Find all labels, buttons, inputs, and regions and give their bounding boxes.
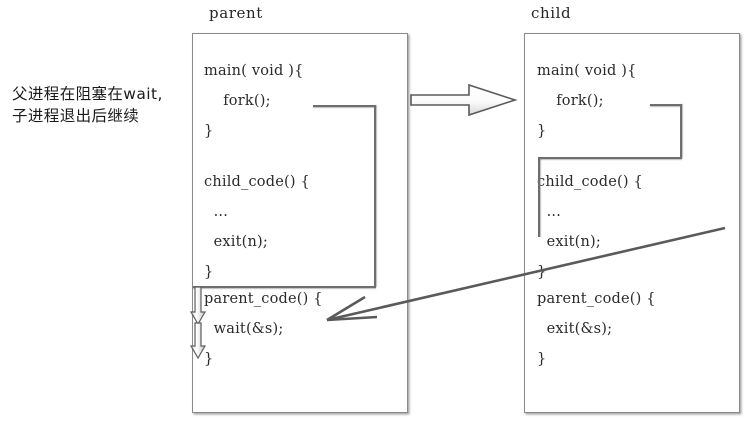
- child-column-title: child: [531, 4, 572, 22]
- child-flow-line-top: [650, 104, 682, 106]
- wait-block-arrow-upper-icon: [189, 286, 207, 326]
- parent-parent-code: parent_code() { wait(&s); }: [204, 291, 323, 367]
- child-parent-code: parent_code() { exit(&s); }: [537, 291, 656, 367]
- annotation-text: 父进程在阻塞在wait, 子进程退出后继续: [12, 83, 212, 127]
- parent-process-box: [192, 33, 408, 413]
- wait-block-arrow-lower-icon: [189, 322, 207, 360]
- child-exit-to-parent-wait-arrow-icon: [305, 225, 730, 335]
- child-flow-line-bottom: [538, 157, 682, 159]
- fork-block-arrow-icon: [409, 82, 519, 118]
- child-flow-line-right: [680, 104, 682, 158]
- parent-flow-line-right: [374, 105, 376, 287]
- annotation-line-1: 父进程在阻塞在wait,: [12, 85, 163, 103]
- parent-flow-line-top: [313, 105, 376, 107]
- parent-main-code: main( void ){ fork(); }: [204, 63, 304, 139]
- child-flow-line-left: [538, 157, 540, 237]
- child-main-code: main( void ){ fork(); }: [537, 63, 637, 139]
- child-child-code: child_code() { ... exit(n); }: [537, 174, 643, 280]
- parent-flow-line-bottom: [193, 286, 376, 288]
- parent-child-code: child_code() { ... exit(n); }: [204, 174, 310, 280]
- child-process-box: [524, 33, 740, 413]
- parent-column-title: parent: [209, 4, 263, 22]
- annotation-line-2: 子进程退出后继续: [12, 107, 140, 125]
